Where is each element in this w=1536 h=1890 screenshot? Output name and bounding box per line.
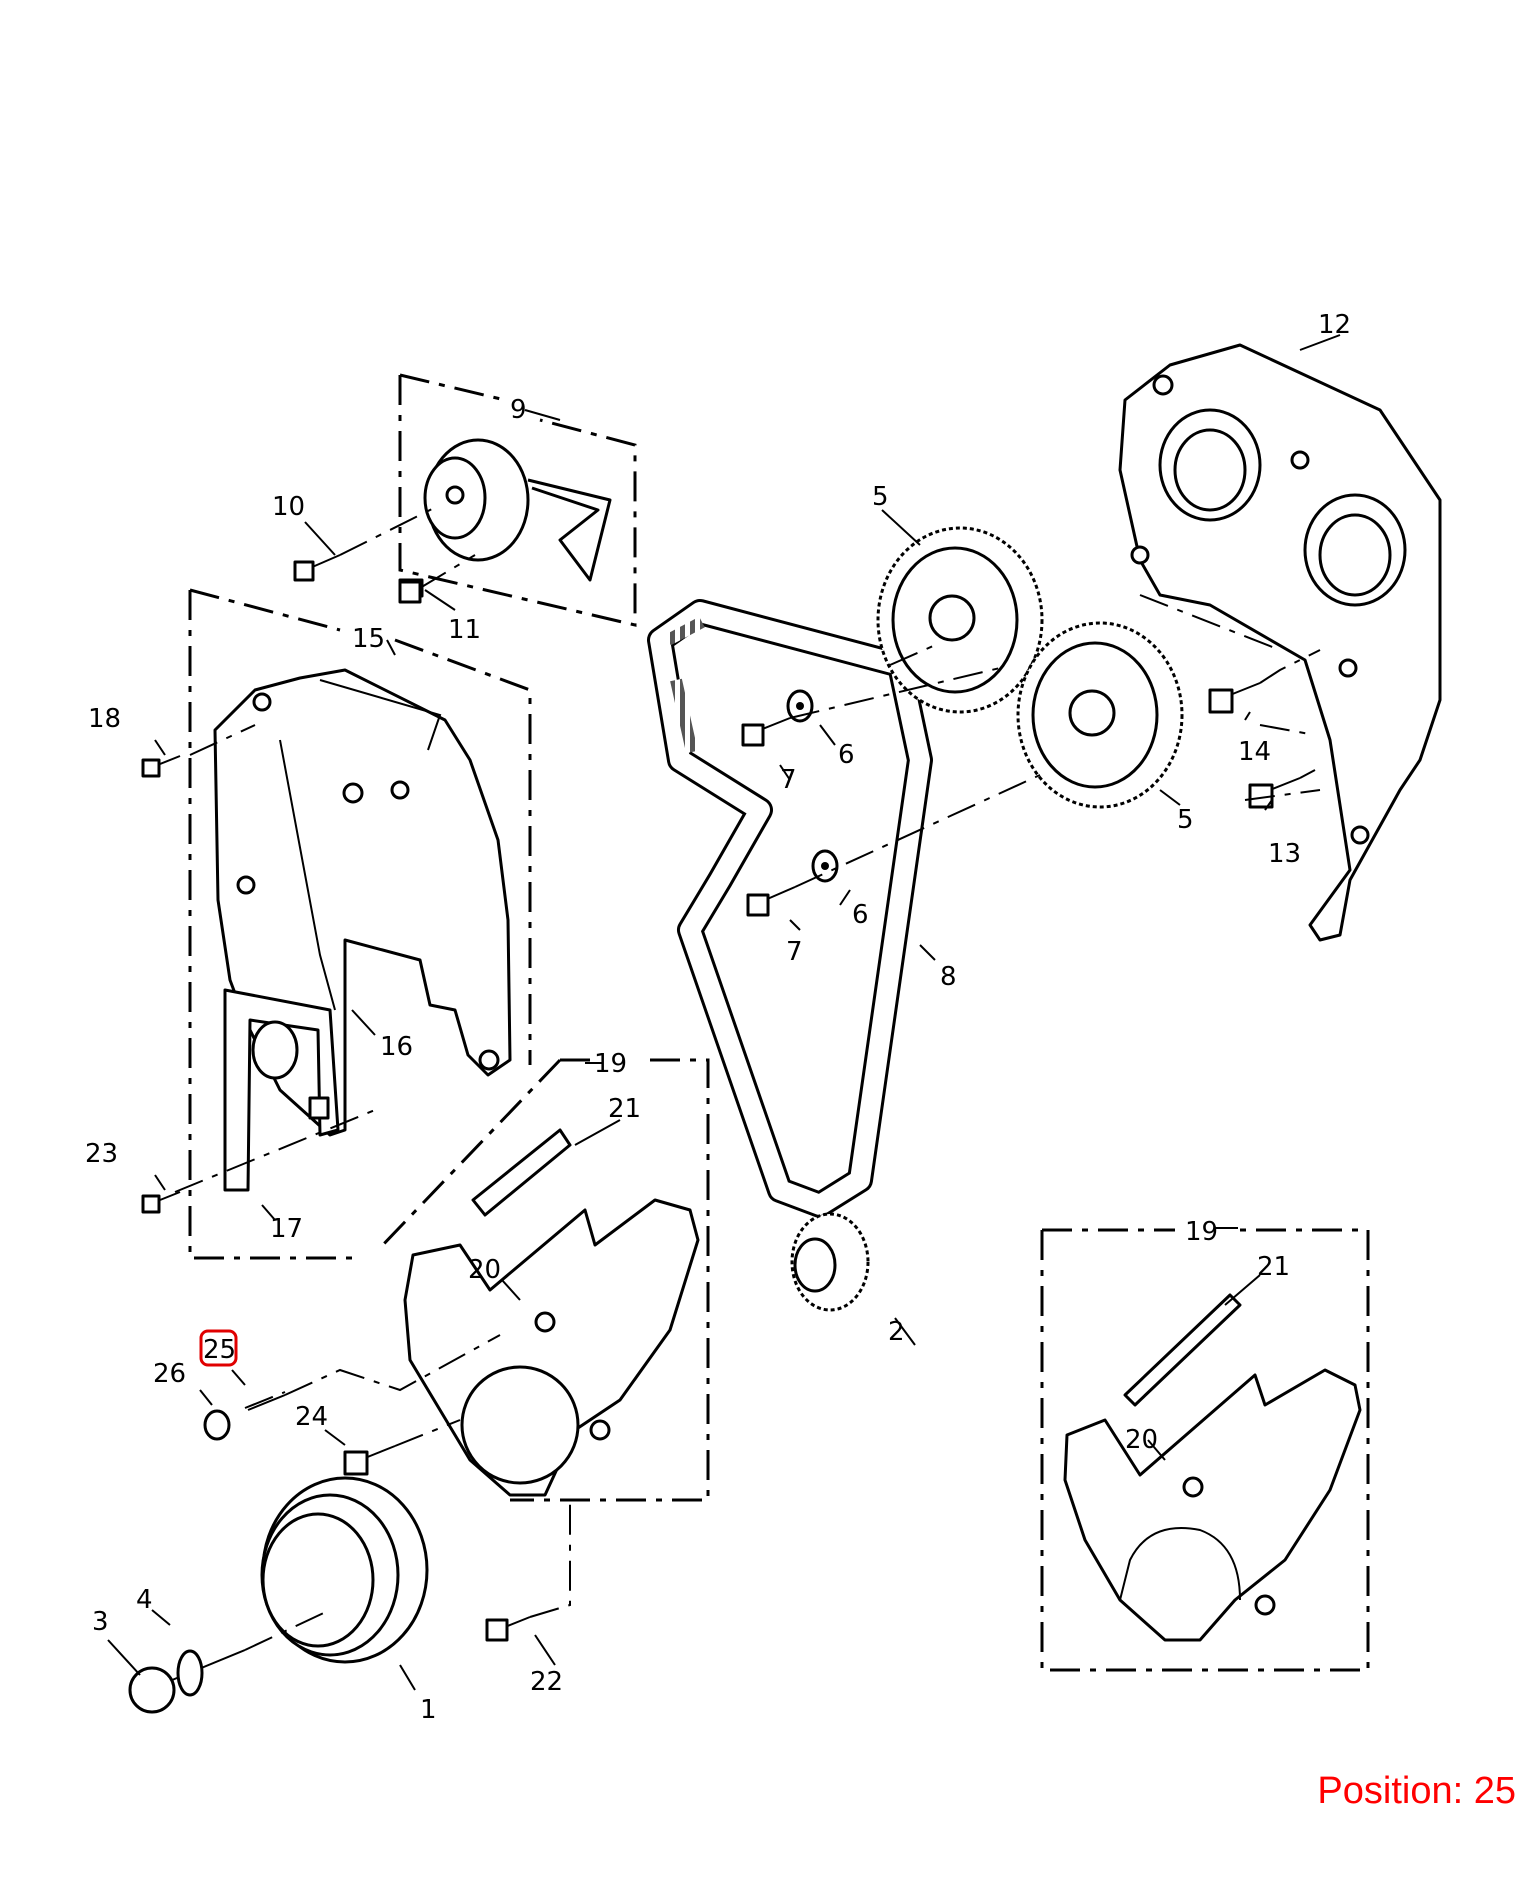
- callout-11: 11: [448, 615, 481, 645]
- group-box-15: [188, 588, 532, 1260]
- callout-1: 1: [420, 1695, 437, 1725]
- callout-15: 15: [352, 624, 385, 654]
- bolt-10[interactable]: [293, 554, 341, 582]
- nut-11[interactable]: [398, 578, 424, 604]
- center-lines: [174, 504, 1321, 1651]
- bolt-23[interactable]: [141, 1191, 181, 1214]
- bolt-13[interactable]: [1248, 777, 1301, 809]
- callout-14: 14: [1238, 737, 1271, 767]
- washer-6-lower[interactable]: [811, 849, 839, 883]
- position-readout: Position: 25: [1317, 1770, 1516, 1812]
- callout-26: 26: [153, 1359, 186, 1389]
- callout-2: 2: [888, 1317, 905, 1347]
- lower-front-cover-20[interactable]: [403, 1128, 700, 1497]
- callout-12: 12: [1318, 310, 1351, 340]
- callout-21-main: 21: [608, 1094, 641, 1124]
- callout-6-lower: 6: [852, 900, 869, 930]
- tensioner-pulley-9[interactable]: [423, 438, 612, 582]
- callout-19-detail: 19: [1185, 1217, 1218, 1247]
- callout-8: 8: [940, 962, 957, 992]
- callout-17: 17: [270, 1214, 303, 1244]
- bolt-18[interactable]: [141, 755, 181, 778]
- callout-13: 13: [1268, 839, 1301, 869]
- callout-9: 9: [510, 395, 527, 425]
- camshaft-pulley-5-upper[interactable]: [876, 526, 1044, 714]
- lower-front-cover-20-detail[interactable]: [1063, 1293, 1362, 1642]
- callout-3: 3: [92, 1607, 109, 1637]
- group-box-19-main: [376, 1058, 710, 1502]
- callout-5-upper: 5: [872, 482, 889, 512]
- bolt-24[interactable]: [343, 1445, 396, 1476]
- washer-4[interactable]: [176, 1649, 204, 1697]
- callout-6-upper: 6: [838, 740, 855, 770]
- stud-25[interactable]: [247, 1394, 286, 1411]
- leader-lines: [107, 334, 1341, 1691]
- bolt-7-lower[interactable]: [746, 886, 796, 917]
- callout-20-detail: 20: [1125, 1425, 1158, 1455]
- callout-23: 23: [85, 1139, 118, 1169]
- group-box-9: [398, 373, 637, 627]
- timing-belt-8[interactable]: [647, 599, 933, 1218]
- callout-10: 10: [272, 492, 305, 522]
- callout-22: 22: [530, 1667, 563, 1697]
- callout-4: 4: [136, 1585, 153, 1615]
- bolt-14[interactable]: [1208, 682, 1261, 714]
- callout-20-main: 20: [468, 1255, 501, 1285]
- nut-26[interactable]: [203, 1409, 231, 1441]
- callout-7-lower: 7: [786, 937, 803, 967]
- upper-front-cover-12[interactable]: [1118, 343, 1442, 942]
- callout-5-lower: 5: [1177, 805, 1194, 835]
- camshaft-pulley-5-lower[interactable]: [1016, 621, 1184, 809]
- callout-21-detail: 21: [1257, 1252, 1290, 1282]
- callout-24: 24: [295, 1402, 328, 1432]
- callout-19-main: 19: [594, 1049, 627, 1079]
- callout-16: 16: [380, 1032, 413, 1062]
- bracket-17[interactable]: [223, 988, 340, 1192]
- bolt-7-upper[interactable]: [741, 717, 791, 747]
- group-box-19-detail: [1040, 1228, 1370, 1672]
- callout-18: 18: [88, 704, 121, 734]
- selected-callout-highlight: [199, 1329, 238, 1367]
- crankshaft-pulley-1[interactable]: [260, 1476, 429, 1664]
- bolt-22[interactable]: [485, 1616, 531, 1642]
- callout-25[interactable]: 25: [203, 1335, 236, 1365]
- callout-7-upper: 7: [780, 765, 797, 795]
- idler-pulley-2[interactable]: [790, 1212, 870, 1312]
